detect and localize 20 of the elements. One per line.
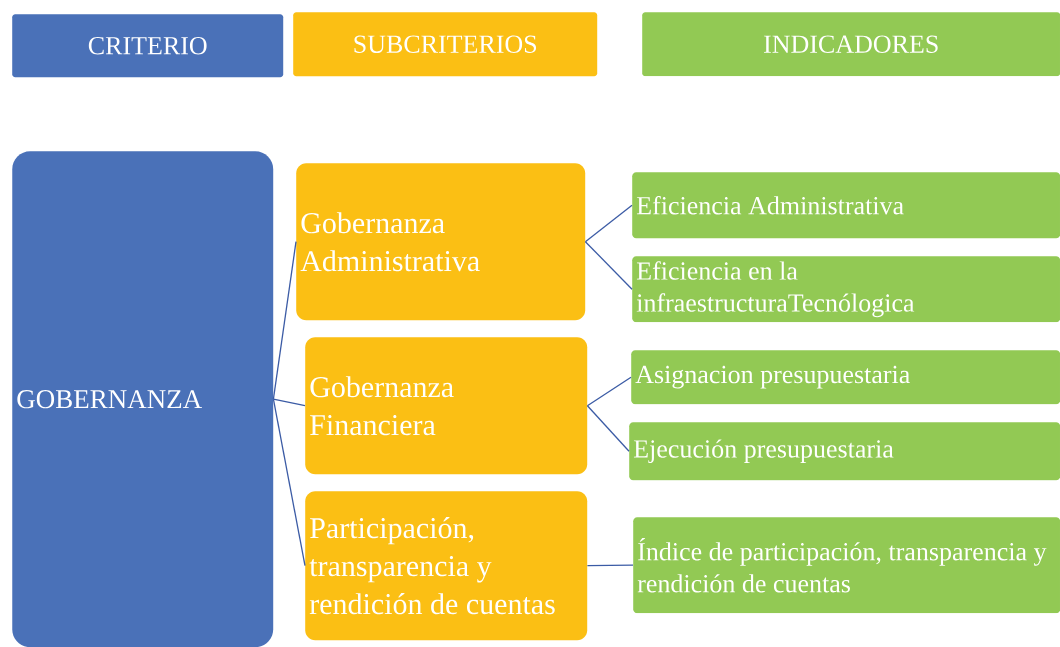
subcriterion-box: Gobernanza Administrativa [296, 163, 586, 321]
connector-line [586, 564, 634, 567]
header-box: SUBCRITERIOS [293, 12, 598, 77]
connector-line [584, 204, 633, 243]
connector-line [272, 398, 306, 567]
connector-line [272, 241, 297, 400]
header-box: INDICADORES [642, 12, 1060, 77]
criterion-box: GOBERNANZA [12, 151, 274, 647]
indicator-box: Ejecución presupuestaria [629, 422, 1060, 481]
connector-line [584, 241, 633, 290]
connector-line [586, 376, 632, 407]
indicator-box: Eficiencia Administrativa [632, 172, 1060, 239]
indicator-box: Asignacion presupuestaria [631, 350, 1060, 405]
subcriterion-box: Gobernanza Financiera [305, 337, 588, 475]
connector-line [272, 398, 306, 407]
subcriterion-box: Participación, transparencia y rendición de cuentas [305, 491, 588, 641]
indicator-box: Eficiencia en la infraestructuraTecnólogica [632, 256, 1060, 323]
indicator-box: Índice de participación, transparencia y rendición de cuentas [633, 517, 1060, 614]
header-box: CRITERIO [12, 14, 284, 78]
connector-line [586, 405, 630, 452]
